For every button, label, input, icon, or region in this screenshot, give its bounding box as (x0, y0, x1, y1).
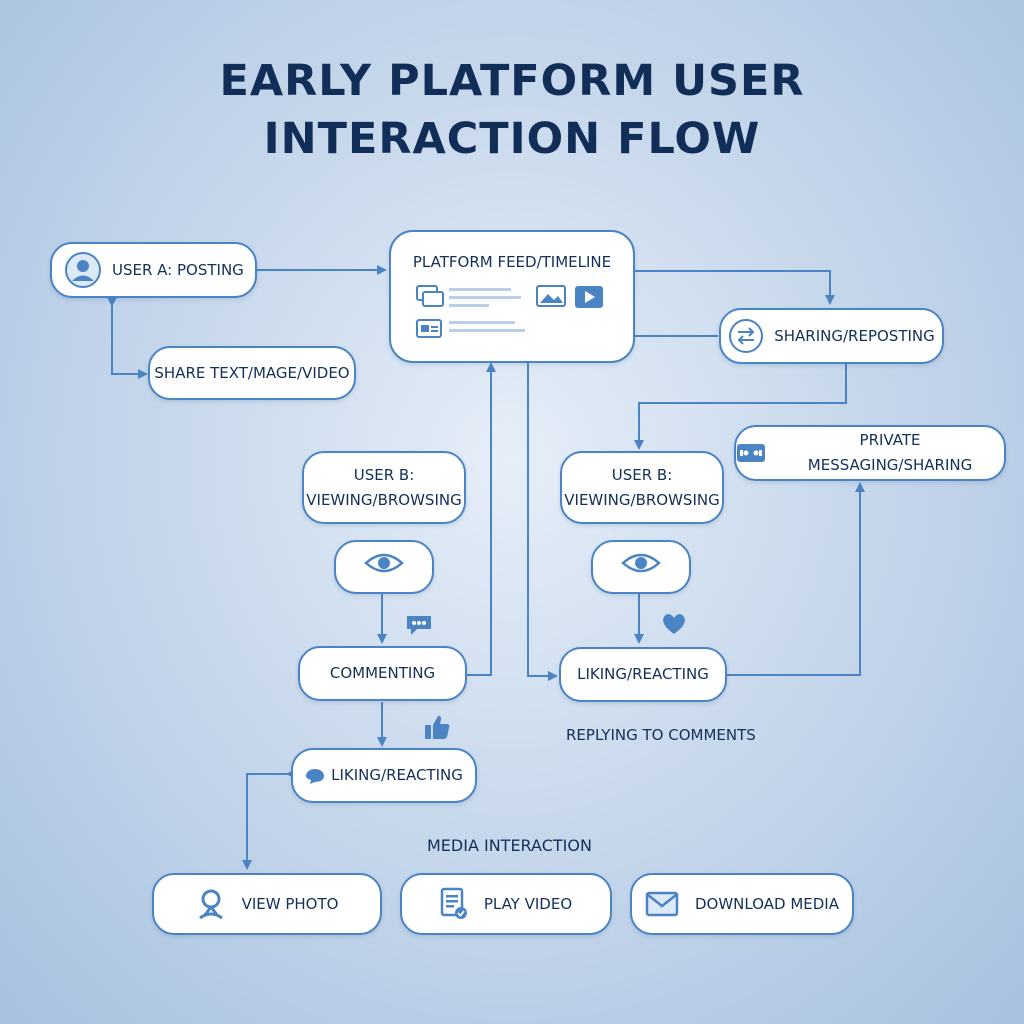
play-video-button[interactable]: PLAY VIDEO (400, 873, 612, 935)
user-b-right-line-2: VIEWING/BROWSING (564, 490, 720, 509)
eye-icon (621, 551, 661, 583)
sharing-label: SHARING/REPOSTING (774, 326, 935, 345)
view-eye-button-left[interactable] (334, 540, 434, 594)
view-eye-button-right[interactable] (591, 540, 691, 594)
platform-feed-node[interactable]: PLATFORM FEED/TIMELINE (389, 230, 635, 363)
user-b-right-line-1: USER B: (611, 465, 673, 484)
arrow-liking-to-messaging (726, 482, 865, 676)
title-line-2: INTERACTION FLOW (263, 114, 761, 164)
heart-icon (661, 612, 687, 640)
play-video-label: PLAY VIDEO (483, 894, 573, 913)
user-b-left-line-2: VIEWING/BROWSING (306, 490, 462, 509)
arrow-commenting-to-feed (466, 362, 496, 676)
media-interaction-label: MEDIA INTERACTION (427, 836, 592, 855)
text-block-icon (416, 319, 442, 338)
arrow-sharing-to-userb (634, 363, 847, 450)
chat-bubble-icon (305, 767, 325, 785)
commenting-node[interactable]: COMMENTING (298, 646, 467, 701)
user-avatar-icon (64, 251, 102, 289)
share-content-label: SHARE TEXT/MAGE/VIDEO (154, 363, 350, 382)
user-b-right-node[interactable]: USER B: VIEWING/BROWSING (560, 451, 724, 524)
arrow-liking-to-photo (242, 769, 296, 870)
location-pin-icon (196, 888, 226, 920)
private-messaging-label: PRIVATE MESSAGING/SHARING (807, 431, 973, 474)
arrow-usera-share (107, 297, 148, 379)
thumbs-up-icon (423, 713, 451, 745)
arrow-feed-to-sharing-top (634, 270, 835, 305)
replying-label: REPLYING TO COMMENTS (566, 726, 756, 744)
video-play-icon (575, 286, 603, 308)
repost-icon (728, 318, 764, 354)
user-a-posting-node[interactable]: USER A: POSTING (50, 242, 257, 298)
private-messaging-node[interactable]: PRIVATE MESSAGING/SHARING (734, 425, 1006, 481)
liking-right-label: LIKING/REACTING (577, 665, 709, 683)
liking-reacting-right-node[interactable]: LIKING/REACTING (559, 647, 727, 702)
liking-reacting-left-node[interactable]: LIKING/REACTING (291, 748, 477, 803)
envelope-icon (645, 891, 679, 917)
download-media-label: DOWNLOAD MEDIA (694, 894, 839, 913)
commenting-label: COMMENTING (329, 664, 436, 682)
share-content-node[interactable]: SHARE TEXT/MAGE/VIDEO (148, 346, 356, 400)
eye-icon (364, 551, 404, 583)
page-title: EARLY PLATFORM USER INTERACTION FLOW (0, 52, 1024, 168)
image-icon (536, 285, 566, 307)
download-media-button[interactable]: DOWNLOAD MEDIA (630, 873, 854, 935)
user-b-left-line-1: USER B: (353, 465, 415, 484)
message-icon (736, 442, 766, 464)
text-block-icon (416, 285, 444, 307)
arrow-feed-to-liking (527, 362, 558, 681)
liking-left-label: LIKING/REACTING (331, 766, 463, 784)
view-photo-button[interactable]: VIEW PHOTO (152, 873, 382, 935)
sharing-reposting-node[interactable]: SHARING/REPOSTING (719, 308, 944, 364)
title-line-1: EARLY PLATFORM USER (219, 56, 805, 106)
user-b-left-node[interactable]: USER B: VIEWING/BROWSING (302, 451, 466, 524)
view-photo-label: VIEW PHOTO (241, 894, 339, 913)
feed-content-preview (416, 285, 603, 338)
document-icon (440, 887, 468, 921)
feed-label: PLATFORM FEED/TIMELINE (412, 253, 612, 271)
comment-icon (405, 613, 433, 641)
user-a-label: USER A: POSTING (112, 260, 244, 279)
